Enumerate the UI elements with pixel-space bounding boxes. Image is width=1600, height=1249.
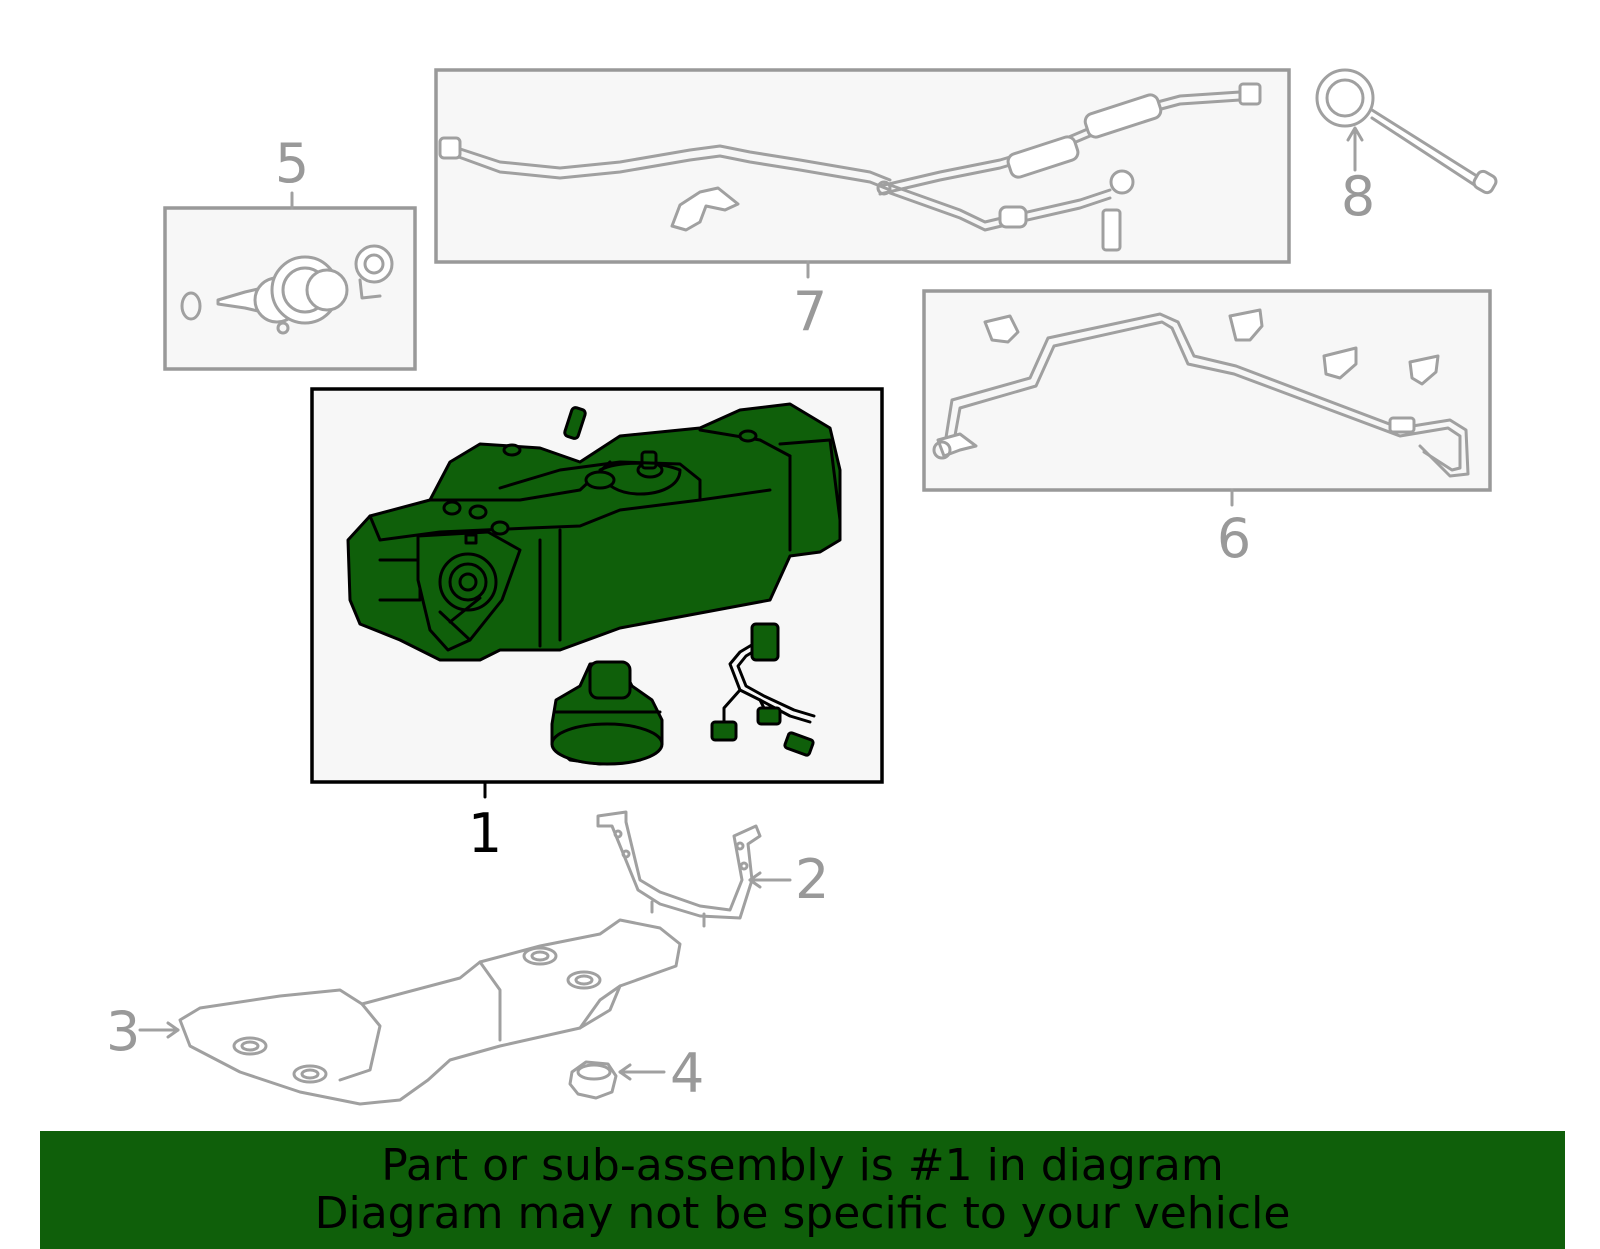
callout-5: 5 <box>275 132 309 195</box>
banner-line-part-number: Part or sub-assembly is #1 in diagram <box>381 1140 1224 1191</box>
part-1-group[interactable]: 1 <box>310 387 884 865</box>
callout-7: 7 <box>793 280 827 343</box>
part-2-group[interactable]: 2 <box>596 810 829 928</box>
part-6-group[interactable]: 6 <box>922 289 1492 570</box>
callout-8: 8 <box>1341 165 1375 228</box>
notice-banner: Part or sub-assembly is #1 in diagram Di… <box>40 1131 1565 1249</box>
part-7-box <box>434 68 1291 264</box>
part-5-group[interactable]: 5 <box>163 132 417 371</box>
part-8-group[interactable]: 8 <box>1315 68 1498 228</box>
callout-2: 2 <box>795 848 829 911</box>
callout-4: 4 <box>670 1042 704 1105</box>
wiring-harness <box>710 622 816 757</box>
part-4-group[interactable]: 4 <box>568 1042 704 1105</box>
callout-1: 1 <box>468 802 502 865</box>
banner-line-disclaimer: Diagram may not be specific to your vehi… <box>314 1188 1291 1239</box>
callout-3: 3 <box>106 1000 140 1063</box>
part-3-group[interactable]: 3 <box>106 918 682 1106</box>
callout-6: 6 <box>1217 507 1251 570</box>
part-7-group[interactable]: 7 <box>434 68 1291 343</box>
